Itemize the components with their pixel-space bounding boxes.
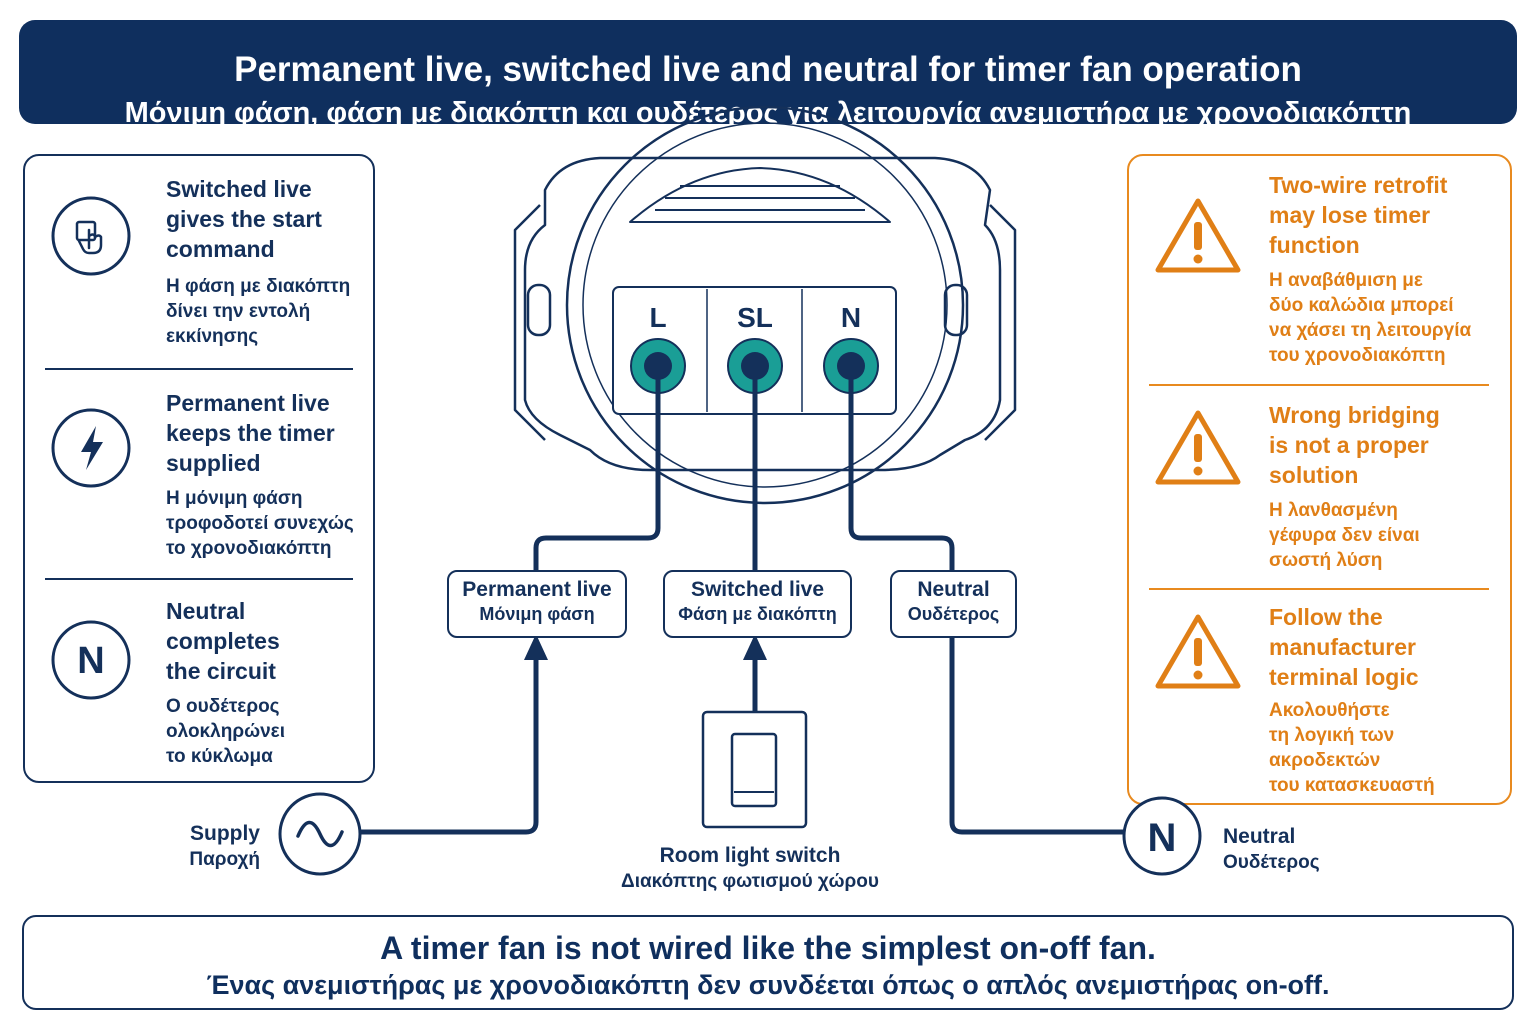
neutral-caption: Neutral Ουδέτερος xyxy=(1223,823,1383,875)
switched-live-role-title: Switched live gives the start command xyxy=(166,176,322,262)
lightning-bolt-icon xyxy=(51,408,131,493)
switch-caption: Room light switch Διακόπτης φωτισμού χώρ… xyxy=(590,842,910,894)
neutral-label-en: Neutral xyxy=(917,578,990,601)
neutral-role-greek: Ο ουδέτερος ολοκληρώνει το κύκλωμα xyxy=(166,696,285,767)
permanent-live-wire xyxy=(533,366,661,572)
warning-triangle-icon xyxy=(1153,612,1243,697)
fan-unit xyxy=(513,105,1017,505)
neutral-node-letter: N xyxy=(1148,816,1177,860)
neutral-return-wire xyxy=(949,636,1124,835)
permanent-live-role: Permanent live keeps the timer supplied … xyxy=(25,370,373,580)
supply-wire xyxy=(360,652,539,835)
arrow-up-icon xyxy=(743,634,767,660)
permanent-live-label-el: Μόνιμη φάση xyxy=(479,604,595,624)
permanent-live-label-en: Permanent live xyxy=(462,578,612,601)
terminal-l-label: L xyxy=(649,302,666,333)
bridging-warning: Wrong bridging is not a proper solution … xyxy=(1129,386,1510,586)
switched-live-label-en: Switched live xyxy=(690,578,825,601)
manufacturer-warning: Follow the manufacturer terminal logic Α… xyxy=(1129,590,1510,800)
warning-triangle-icon xyxy=(1153,196,1243,281)
switched-live-label: Switched live Φάση με διακόπτη xyxy=(663,570,852,638)
neutral-caption-el: Ουδέτερος xyxy=(1223,852,1320,873)
bridging-warning-greek: Η λανθασμένη γέφυρα δεν είναι σωστή λύση xyxy=(1269,500,1420,571)
permanent-live-label: Permanent live Μόνιμη φάση xyxy=(447,570,627,638)
wires xyxy=(360,366,1124,835)
neutral-label: Neutral Ουδέτερος xyxy=(890,570,1017,638)
switch-caption-el: Διακόπτης φωτισμού χώρου xyxy=(621,871,879,892)
supply-caption-en: Supply xyxy=(189,822,260,845)
supply-caption-el: Παροχή xyxy=(189,849,260,870)
neutral-wire xyxy=(848,366,955,572)
neutral-node: N xyxy=(1122,796,1202,876)
warning-triangle-icon xyxy=(1153,408,1243,493)
touch-hand-icon xyxy=(51,196,131,281)
manufacturer-warning-title: Follow the manufacturer terminal logic xyxy=(1269,604,1419,690)
roles-panel: Switched live gives the start command Η … xyxy=(23,154,375,783)
switched-live-role-greek: Η φάση με διακόπτη δίνει την εντολή εκκί… xyxy=(166,276,351,347)
neutral-role: N Neutral completes the circuit Ο ουδέτε… xyxy=(25,580,373,780)
switched-live-role: Switched live gives the start command Η … xyxy=(25,156,373,366)
manufacturer-warning-greek: Ακολουθήστε τη λογική των ακροδεκτών του… xyxy=(1269,700,1435,796)
two-wire-warning-title: Two-wire retrofit may lose timer functio… xyxy=(1269,172,1448,258)
supply-caption: Supply Παροχή xyxy=(160,820,260,872)
neutral-n-icon: N xyxy=(51,620,131,705)
arrow-up-icon xyxy=(524,634,548,660)
neutral-label-el: Ουδέτερος xyxy=(907,604,1000,624)
two-wire-warning: Two-wire retrofit may lose timer functio… xyxy=(1129,156,1510,384)
rocker-switch-icon xyxy=(701,710,808,829)
switched-live-label-el: Φάση με διακόπτη xyxy=(678,604,837,624)
divider xyxy=(1149,588,1489,590)
bridging-warning-title: Wrong bridging is not a proper solution xyxy=(1269,402,1440,488)
footer-greek: Ένας ανεμιστήρας με χρονοδιακόπτη δεν συ… xyxy=(206,970,1330,1000)
footer-english: A timer fan is not wired like the simple… xyxy=(380,930,1156,966)
terminal-sl-label: SL xyxy=(737,302,773,333)
two-wire-warning-greek: Η αναβάθμιση με δύο καλώδια μπορεί να χά… xyxy=(1269,270,1472,366)
title-english: Permanent live, switched live and neutra… xyxy=(234,50,1302,89)
neutral-n-letter: N xyxy=(77,640,104,682)
neutral-caption-en: Neutral xyxy=(1223,825,1296,848)
terminal-n-label: N xyxy=(841,302,861,333)
ac-sine-icon xyxy=(278,792,362,876)
divider xyxy=(45,578,353,580)
permanent-live-role-title: Permanent live keeps the timer supplied xyxy=(166,390,335,476)
warnings-panel: Two-wire retrofit may lose timer functio… xyxy=(1127,154,1512,805)
divider xyxy=(45,368,353,370)
divider xyxy=(1149,384,1489,386)
switch-caption-en: Room light switch xyxy=(659,844,841,867)
permanent-live-role-greek: Η μόνιμη φάση τροφοδοτεί συνεχώς το χρον… xyxy=(166,488,354,559)
neutral-role-title: Neutral completes the circuit xyxy=(166,598,280,684)
footer-note: A timer fan is not wired like the simple… xyxy=(22,915,1514,1010)
